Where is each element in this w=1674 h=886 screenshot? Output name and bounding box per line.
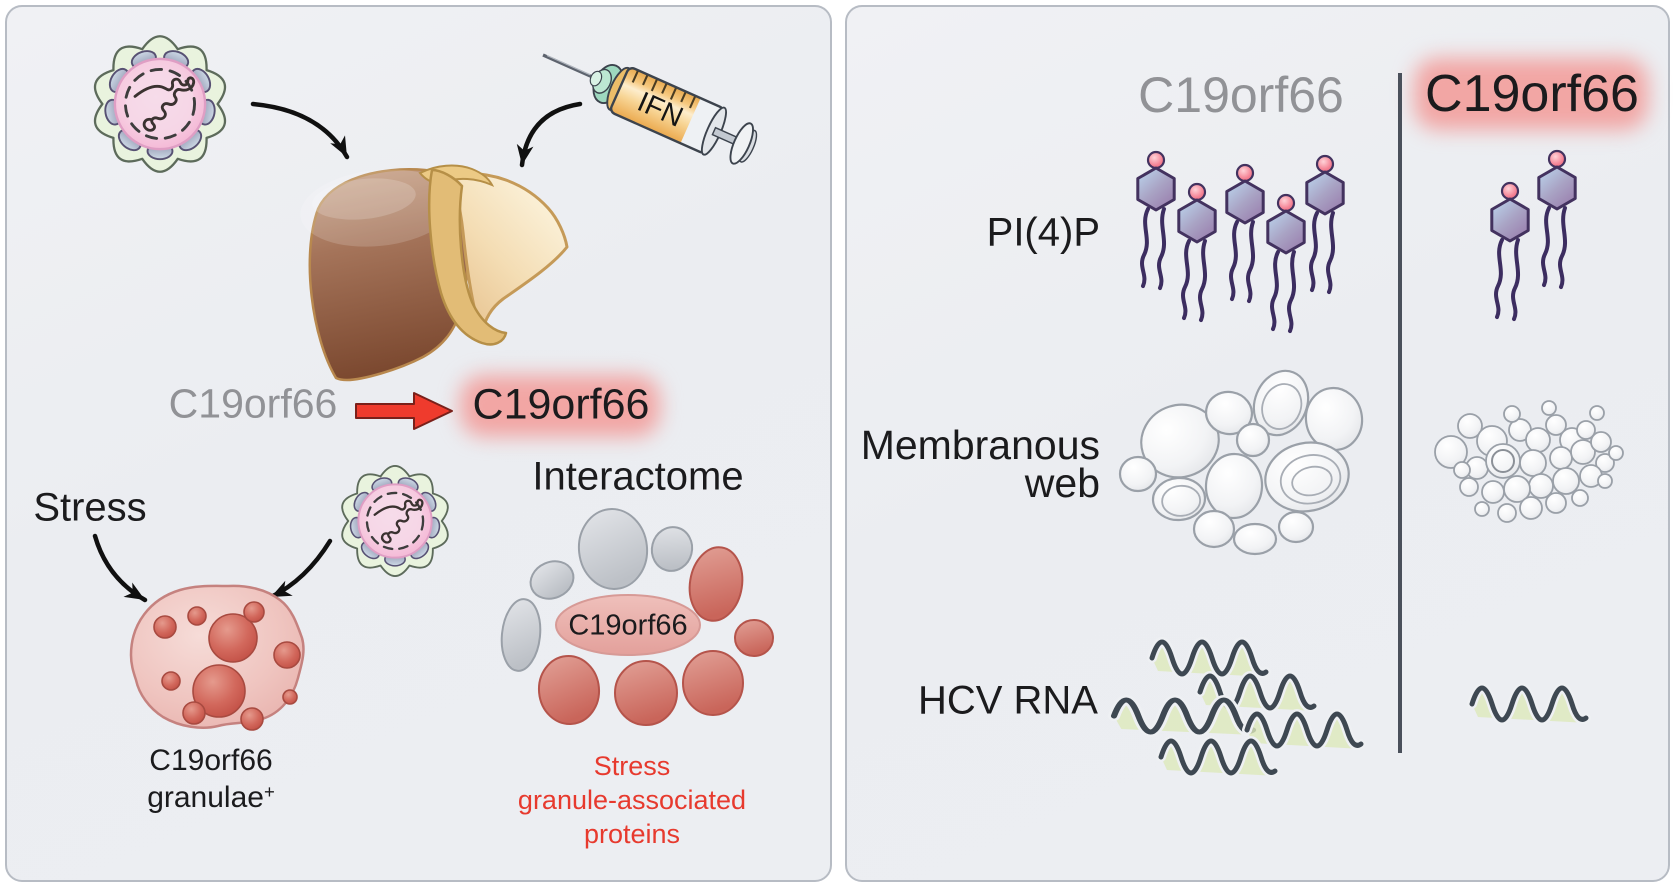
lipid-icon	[1489, 181, 1531, 321]
rna-squiggle-icon	[1247, 714, 1363, 749]
pi4p-group-left	[1135, 150, 1346, 333]
syringe-icon: IFN	[542, 53, 758, 165]
protein-basal-label: C19orf66	[168, 380, 338, 427]
red-arrow-icon	[355, 392, 453, 430]
hcv-rna-row-label: HCV RNA	[917, 678, 1098, 723]
rna-squiggle-icon	[1114, 700, 1256, 735]
interactome-cluster	[500, 508, 774, 726]
liver-icon	[300, 164, 569, 382]
hcv-virion-icon	[93, 34, 227, 174]
column-right-header-glow	[1414, 58, 1648, 130]
arrow-virus-to-liver	[250, 101, 350, 160]
lipid-icon	[1536, 149, 1578, 289]
arrow-ifn-to-liver	[516, 101, 583, 168]
stress-granule-icon	[129, 584, 305, 731]
lipid-icon	[1265, 193, 1307, 333]
column-left-header: C19orf66	[1138, 67, 1344, 123]
stress-label: Stress	[33, 485, 147, 530]
membranous-web-left-icon	[1118, 369, 1364, 556]
protein-induced-label: C19orf66	[472, 380, 650, 429]
interactome-title: Interactome	[532, 454, 744, 499]
pi4p-group-right	[1489, 149, 1578, 321]
rna-squiggle-icon	[1472, 688, 1588, 723]
hcv-rna-group-left	[1114, 642, 1363, 776]
membranous-web-right-icon	[1434, 400, 1624, 523]
lipid-icon	[1224, 163, 1266, 303]
hcv-rna-group-right	[1472, 688, 1588, 723]
lipid-icon	[1304, 154, 1346, 294]
pi4p-row-label: PI(4)P	[986, 210, 1100, 255]
interactome-center-label: C19orf66	[568, 609, 688, 642]
interactome-center-oval	[555, 594, 701, 656]
column-right-header: C19orf66	[1425, 65, 1639, 123]
lipid-icon	[1135, 150, 1177, 290]
lipid-icon	[1176, 182, 1218, 322]
hcv-virion-small-icon	[341, 464, 449, 578]
arrow-stress-to-granule	[92, 533, 148, 603]
protein-induced-glow	[460, 375, 660, 437]
rna-squiggle-icon	[1161, 741, 1277, 776]
arrow-virus-to-granule	[268, 538, 333, 600]
